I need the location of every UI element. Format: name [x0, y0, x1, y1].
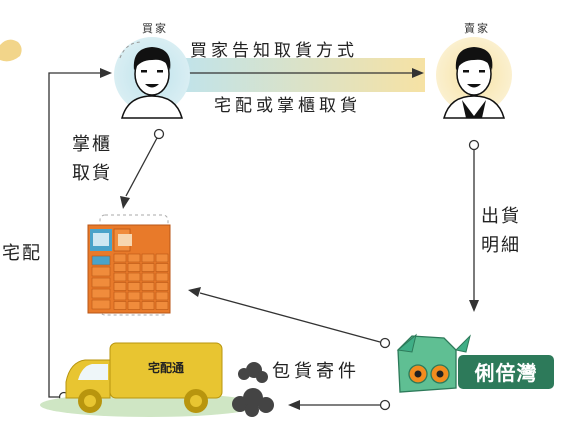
locker-compartment [113, 253, 127, 263]
locker-pickup-arrow [120, 128, 165, 209]
locker-compartment [155, 301, 169, 310]
shipment-arrow [468, 139, 480, 312]
shipment-detail-line-2: 明細 [481, 235, 521, 256]
locker-compartment [141, 301, 155, 310]
smart-locker [87, 214, 171, 316]
locker-compartment [127, 291, 141, 301]
locker-delivery-arrow [188, 287, 391, 349]
shipment-detail-line-1: 出貨 [481, 206, 521, 227]
locker-compartment [113, 291, 127, 301]
seller-avatar [436, 37, 512, 119]
locker-compartment [127, 253, 141, 263]
locker-compartment [155, 291, 169, 301]
cloud-decoration [0, 39, 22, 62]
delivery-truck: 宅配通 [40, 342, 260, 417]
locker-compartment [91, 299, 111, 310]
notify-arrow [174, 58, 425, 92]
truck-arrow [288, 399, 391, 411]
logo-text: 俐倍灣 [475, 361, 538, 385]
locker-pickup-line-2: 取貨 [72, 163, 112, 184]
locker-compartment [141, 282, 155, 291]
locker-compartment [127, 272, 141, 282]
seller-label: 賣家 [464, 22, 490, 35]
locker-compartment [91, 266, 111, 277]
locker-pickup-label: 掌櫃 取貨 [72, 130, 112, 188]
pack-ship-label: 包貨寄件 [272, 361, 360, 382]
locker-compartment [127, 282, 141, 291]
locker-compartment [113, 301, 127, 310]
locker-compartment [113, 263, 127, 272]
mascot-logo: 俐倍灣 [396, 333, 554, 393]
locker-compartment [141, 291, 155, 301]
locker-compartment [91, 277, 111, 288]
delivery-method-message: 宅配或掌櫃取貨 [214, 96, 361, 116]
locker-compartment [155, 263, 169, 272]
locker-compartment [155, 253, 169, 263]
locker-compartment [91, 288, 111, 299]
locker-compartment [113, 272, 127, 282]
locker-compartment [141, 253, 155, 263]
locker-compartment [127, 263, 141, 272]
locker-compartment [127, 301, 141, 310]
locker-compartment [113, 282, 127, 291]
shipment-detail-label: 出貨 明細 [481, 202, 521, 260]
locker-compartment [141, 272, 155, 282]
locker-compartment [155, 282, 169, 291]
locker-compartment [141, 263, 155, 272]
home-delivery-label: 宅配 [2, 243, 42, 264]
locker-compartment [91, 255, 111, 266]
truck-label: 宅配通 [148, 360, 184, 375]
locker-pickup-line-1: 掌櫃 [72, 134, 112, 155]
buyer-label: 買家 [142, 22, 168, 35]
notify-message: 買家告知取貨方式 [190, 41, 358, 61]
buyer-avatar [114, 37, 190, 119]
locker-compartment [155, 272, 169, 282]
exhaust-smoke [232, 362, 274, 417]
